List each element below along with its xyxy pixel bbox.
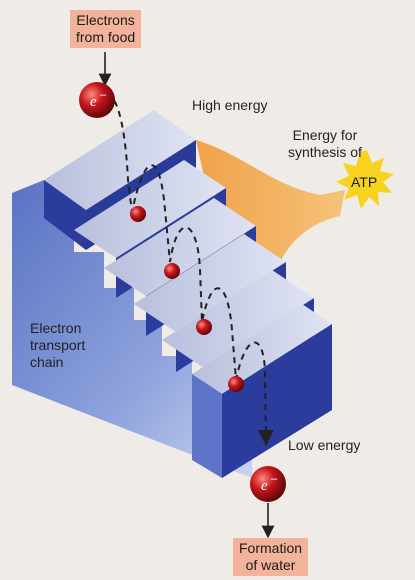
chain-label-line-1: Electron	[30, 320, 82, 336]
electron-start-symbol: e	[90, 94, 97, 110]
step-6-top	[192, 304, 332, 394]
high-energy-label: High energy	[192, 97, 268, 113]
low-energy-label: Low energy	[288, 437, 361, 453]
electron-step-1	[130, 206, 146, 222]
energy-label-line-2: synthesis of	[288, 144, 362, 160]
step-3-top	[104, 198, 256, 296]
step-2-top	[74, 160, 226, 258]
chain-label-line-2: transport	[30, 337, 86, 353]
sink-box: Formation of water	[233, 538, 309, 576]
step-6-cap	[192, 374, 222, 478]
electron-end-symbol: e	[261, 478, 268, 494]
electron-step-4	[228, 376, 244, 392]
step-1-riser	[44, 180, 86, 250]
electron-end-charge: –	[271, 473, 278, 485]
electron-path	[96, 92, 274, 446]
chain-label: Electron transport chain	[30, 320, 85, 371]
energy-label: Energy for synthesis of	[288, 127, 362, 161]
source-box: Electrons from food	[70, 10, 142, 48]
electron-end	[250, 466, 286, 502]
sink-line-1: Formation	[239, 540, 303, 556]
step-5-top	[162, 270, 314, 368]
energy-label-line-1: Energy for	[292, 127, 358, 143]
source-line-1: Electrons	[76, 12, 135, 28]
electron-start	[79, 82, 115, 118]
atp-starburst	[336, 150, 394, 209]
step-1-top	[44, 110, 196, 210]
electron-step-3	[196, 319, 212, 335]
sink-line-2: of water	[245, 557, 296, 573]
chain-label-line-3: chain	[30, 354, 64, 370]
atp-label: ATP	[351, 174, 377, 190]
source-line-2: from food	[76, 29, 136, 45]
step-4-top	[134, 234, 286, 332]
electron-start-charge: –	[100, 89, 107, 101]
step-6-front	[222, 324, 332, 478]
electron-step-2	[164, 263, 180, 279]
